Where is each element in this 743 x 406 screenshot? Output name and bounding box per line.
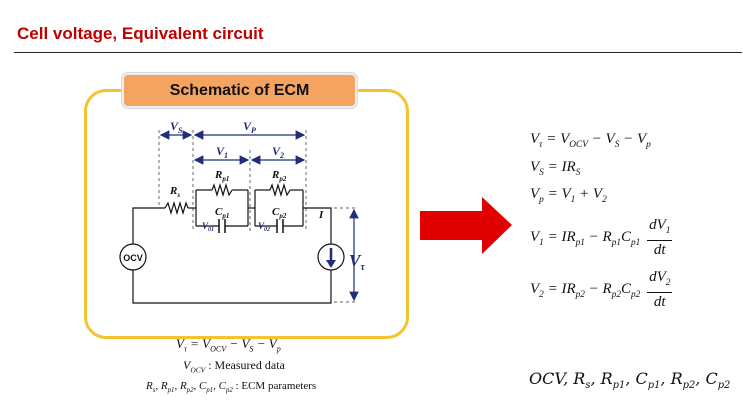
v02-label: V02 <box>258 221 270 233</box>
v01-label: V01 <box>202 221 214 233</box>
ocv-source-label: OCV <box>123 253 143 263</box>
vs-label: VS <box>170 119 183 135</box>
dimension-arrows <box>159 130 359 302</box>
cp2-label: Cp2 <box>272 206 287 220</box>
vp-label: VP <box>243 119 256 135</box>
red-arrow-icon <box>420 197 512 254</box>
rs-label: Rs <box>169 185 180 199</box>
v2-label: V2 <box>272 144 284 160</box>
rp2-resistor <box>269 182 291 198</box>
current-source-icon <box>317 243 345 271</box>
dimension-guides <box>158 130 358 303</box>
caption-voltage-equation: Vτ = VOCV − VS − Vp <box>176 336 281 354</box>
ocv-source-icon: OCV <box>119 243 147 271</box>
v1-label: V1 <box>216 144 228 160</box>
panel-header: Schematic of ECM <box>122 73 357 108</box>
vt-label: Vτ <box>349 251 365 273</box>
current-label: I <box>318 209 324 221</box>
rp1-resistor <box>211 182 233 198</box>
equation-vs: VS = IRS <box>530 159 581 178</box>
circuit-wires <box>132 189 332 304</box>
rp2-label: Rp2 <box>271 169 287 183</box>
cp1-label: Cp1 <box>215 206 229 220</box>
equation-vp: Vp = V1 + V2 <box>530 186 607 205</box>
equation-vt: Vτ = VOCV − VS − Vp <box>530 131 651 150</box>
rp1-label: Rp1 <box>214 169 229 183</box>
rs-resistor <box>164 200 189 216</box>
caption-ecm-parameters: Rs, Rp1, Rp2, Cp1, Cp2 : ECM parameters <box>146 380 317 395</box>
slide-title: Cell voltage, Equivalent circuit <box>17 24 264 43</box>
parameter-list: OCV, Rs, Rp1, Cp1, Rp2, Cp2 <box>529 369 731 392</box>
caption-measured-data: VOCV : Measured data <box>183 358 285 375</box>
title-divider <box>14 52 742 53</box>
